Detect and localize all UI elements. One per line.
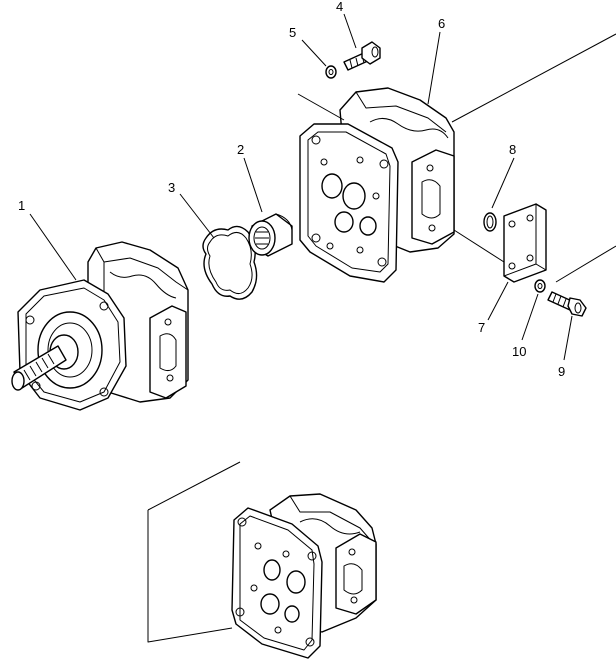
part-9-bolt [547,291,587,317]
callout-1: 1 [18,198,25,213]
leader-2 [243,157,263,213]
leader-7 [487,281,509,321]
leader-lines [29,13,573,361]
callout-8: 8 [509,142,516,157]
leader-3 [179,193,215,239]
callout-3: 3 [168,180,175,195]
leader-6 [427,31,441,105]
reference-lines [147,33,616,643]
callout-4: 4 [336,0,343,14]
part-8-o-ring [483,212,497,232]
part-6-rear-section [299,87,455,283]
callout-2: 2 [237,142,244,157]
callout-5: 5 [289,25,296,40]
part-10-washer [534,279,546,293]
leader-9 [563,315,573,361]
lower-assembly-view [231,493,377,659]
callout-9: 9 [558,364,565,379]
part-7-cover-plate [503,203,547,283]
leader-4 [343,13,357,49]
part-5-washer [325,65,337,79]
leader-10 [521,293,539,341]
callout-6: 6 [438,16,445,31]
part-1-main-pump [11,241,189,411]
part-2-bushing [248,213,293,257]
part-4-bolt [343,41,381,71]
callout-7: 7 [478,320,485,335]
leader-5 [301,39,327,67]
callout-labels: 1 2 3 4 5 6 7 8 9 10 [18,0,565,379]
part-3-gasket [202,225,258,300]
leader-8 [491,157,515,209]
leader-1 [29,213,77,281]
callout-10: 10 [512,344,526,359]
